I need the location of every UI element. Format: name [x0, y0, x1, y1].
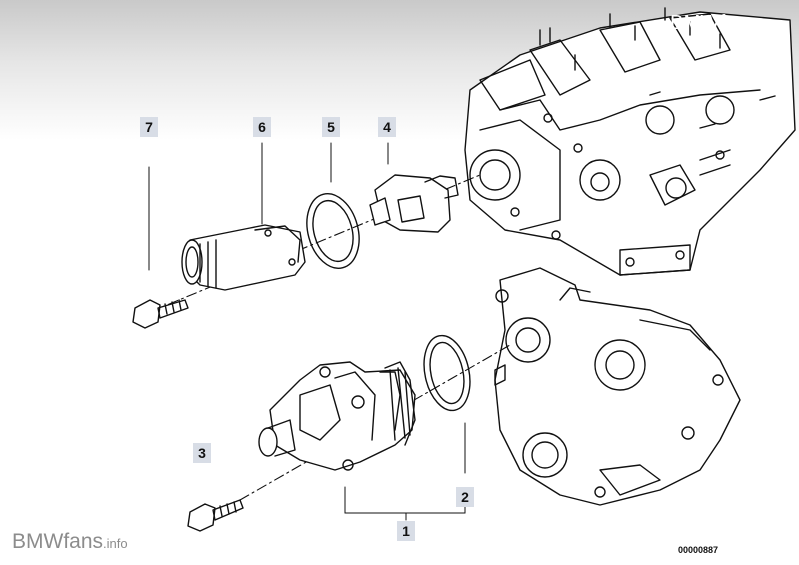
- bolt-lower: [187, 499, 244, 532]
- callout-3: 3: [193, 443, 211, 463]
- callout-5: 5: [322, 117, 340, 137]
- watermark-bottom: BMWfans.info: [12, 530, 128, 554]
- callout-1: 1: [397, 521, 415, 541]
- thermostat-housing: [181, 224, 306, 291]
- timing-cover: [494, 267, 741, 506]
- callout-6: 6: [253, 117, 271, 137]
- gasket-ring-lower: [423, 334, 471, 412]
- cylinder-head: [464, 7, 796, 276]
- gasket-ring-upper: [306, 193, 360, 269]
- callout-7: 7: [140, 117, 158, 137]
- callout-4: 4: [378, 117, 396, 137]
- watermark-bottom-brand: BMWfans: [12, 530, 104, 553]
- watermark-top-suffix: .info: [758, 18, 783, 32]
- watermark-top: BMWfans.info: [670, 12, 783, 35]
- water-pump: [258, 361, 416, 471]
- bolt-upper: [132, 299, 189, 329]
- callout-2: 2: [456, 487, 474, 507]
- document-number: 00000887: [678, 545, 719, 555]
- thermostat: [369, 174, 459, 233]
- watermark-top-brand: BMWfans: [670, 12, 759, 34]
- watermark-bottom-suffix: .info: [103, 536, 128, 551]
